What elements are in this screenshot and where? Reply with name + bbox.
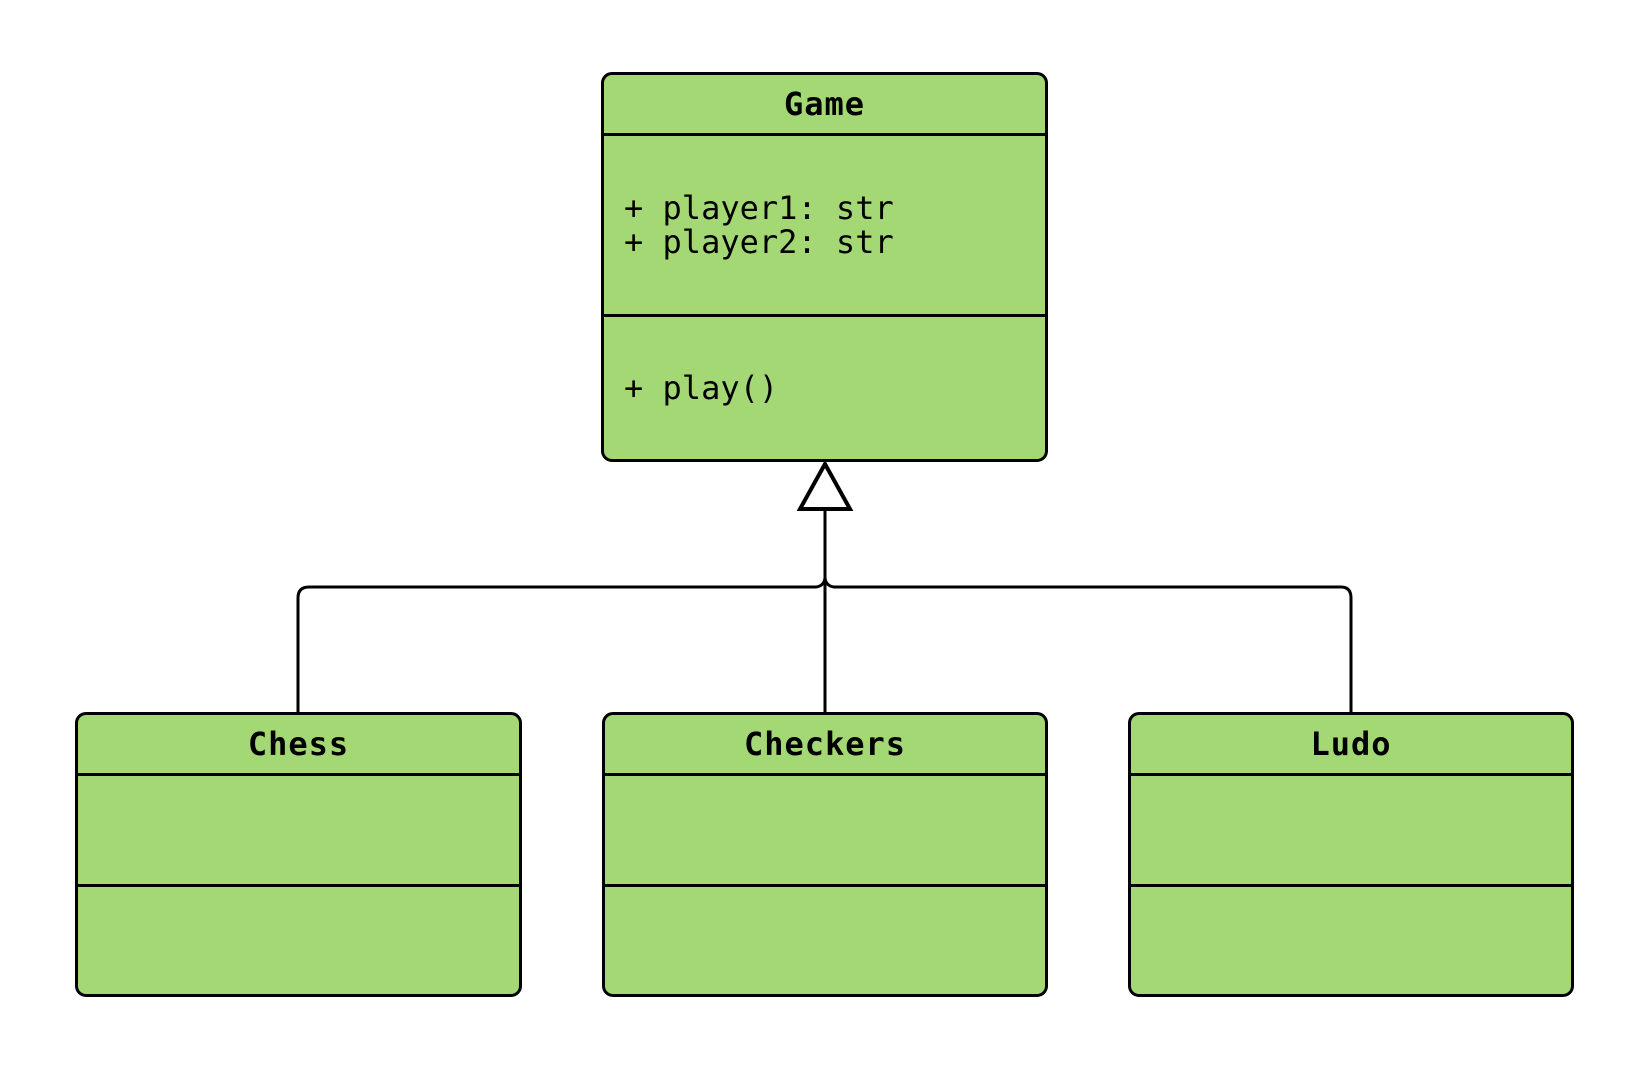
attributes-compartment-ludo bbox=[1131, 776, 1571, 887]
class-box-checkers: Checkers bbox=[602, 712, 1048, 997]
inheritance-triangle-icon bbox=[796, 459, 854, 511]
methods-compartment-ludo bbox=[1131, 887, 1571, 994]
attribute-line: + player1: str bbox=[624, 189, 894, 227]
attributes-compartment-checkers bbox=[605, 776, 1045, 887]
class-box-game: Game + player1: str + player2: str + pla… bbox=[601, 72, 1048, 462]
methods-compartment-checkers bbox=[605, 887, 1045, 994]
class-name-ludo: Ludo bbox=[1131, 715, 1571, 776]
inheritance-edge-chess bbox=[296, 577, 827, 712]
inheritance-edge-ludo bbox=[823, 577, 1353, 712]
methods-compartment-game: + play() bbox=[604, 317, 1045, 459]
attribute-line: + player2: str bbox=[624, 223, 894, 261]
class-name-game: Game bbox=[604, 75, 1045, 136]
class-box-chess: Chess bbox=[75, 712, 522, 997]
attributes-compartment-chess bbox=[78, 776, 519, 887]
class-box-ludo: Ludo bbox=[1128, 712, 1574, 997]
class-name-chess: Chess bbox=[78, 715, 519, 776]
class-name-checkers: Checkers bbox=[605, 715, 1045, 776]
method-line: + play() bbox=[624, 369, 779, 407]
methods-compartment-chess bbox=[78, 887, 519, 994]
attributes-compartment-game: + player1: str + player2: str bbox=[604, 136, 1045, 317]
